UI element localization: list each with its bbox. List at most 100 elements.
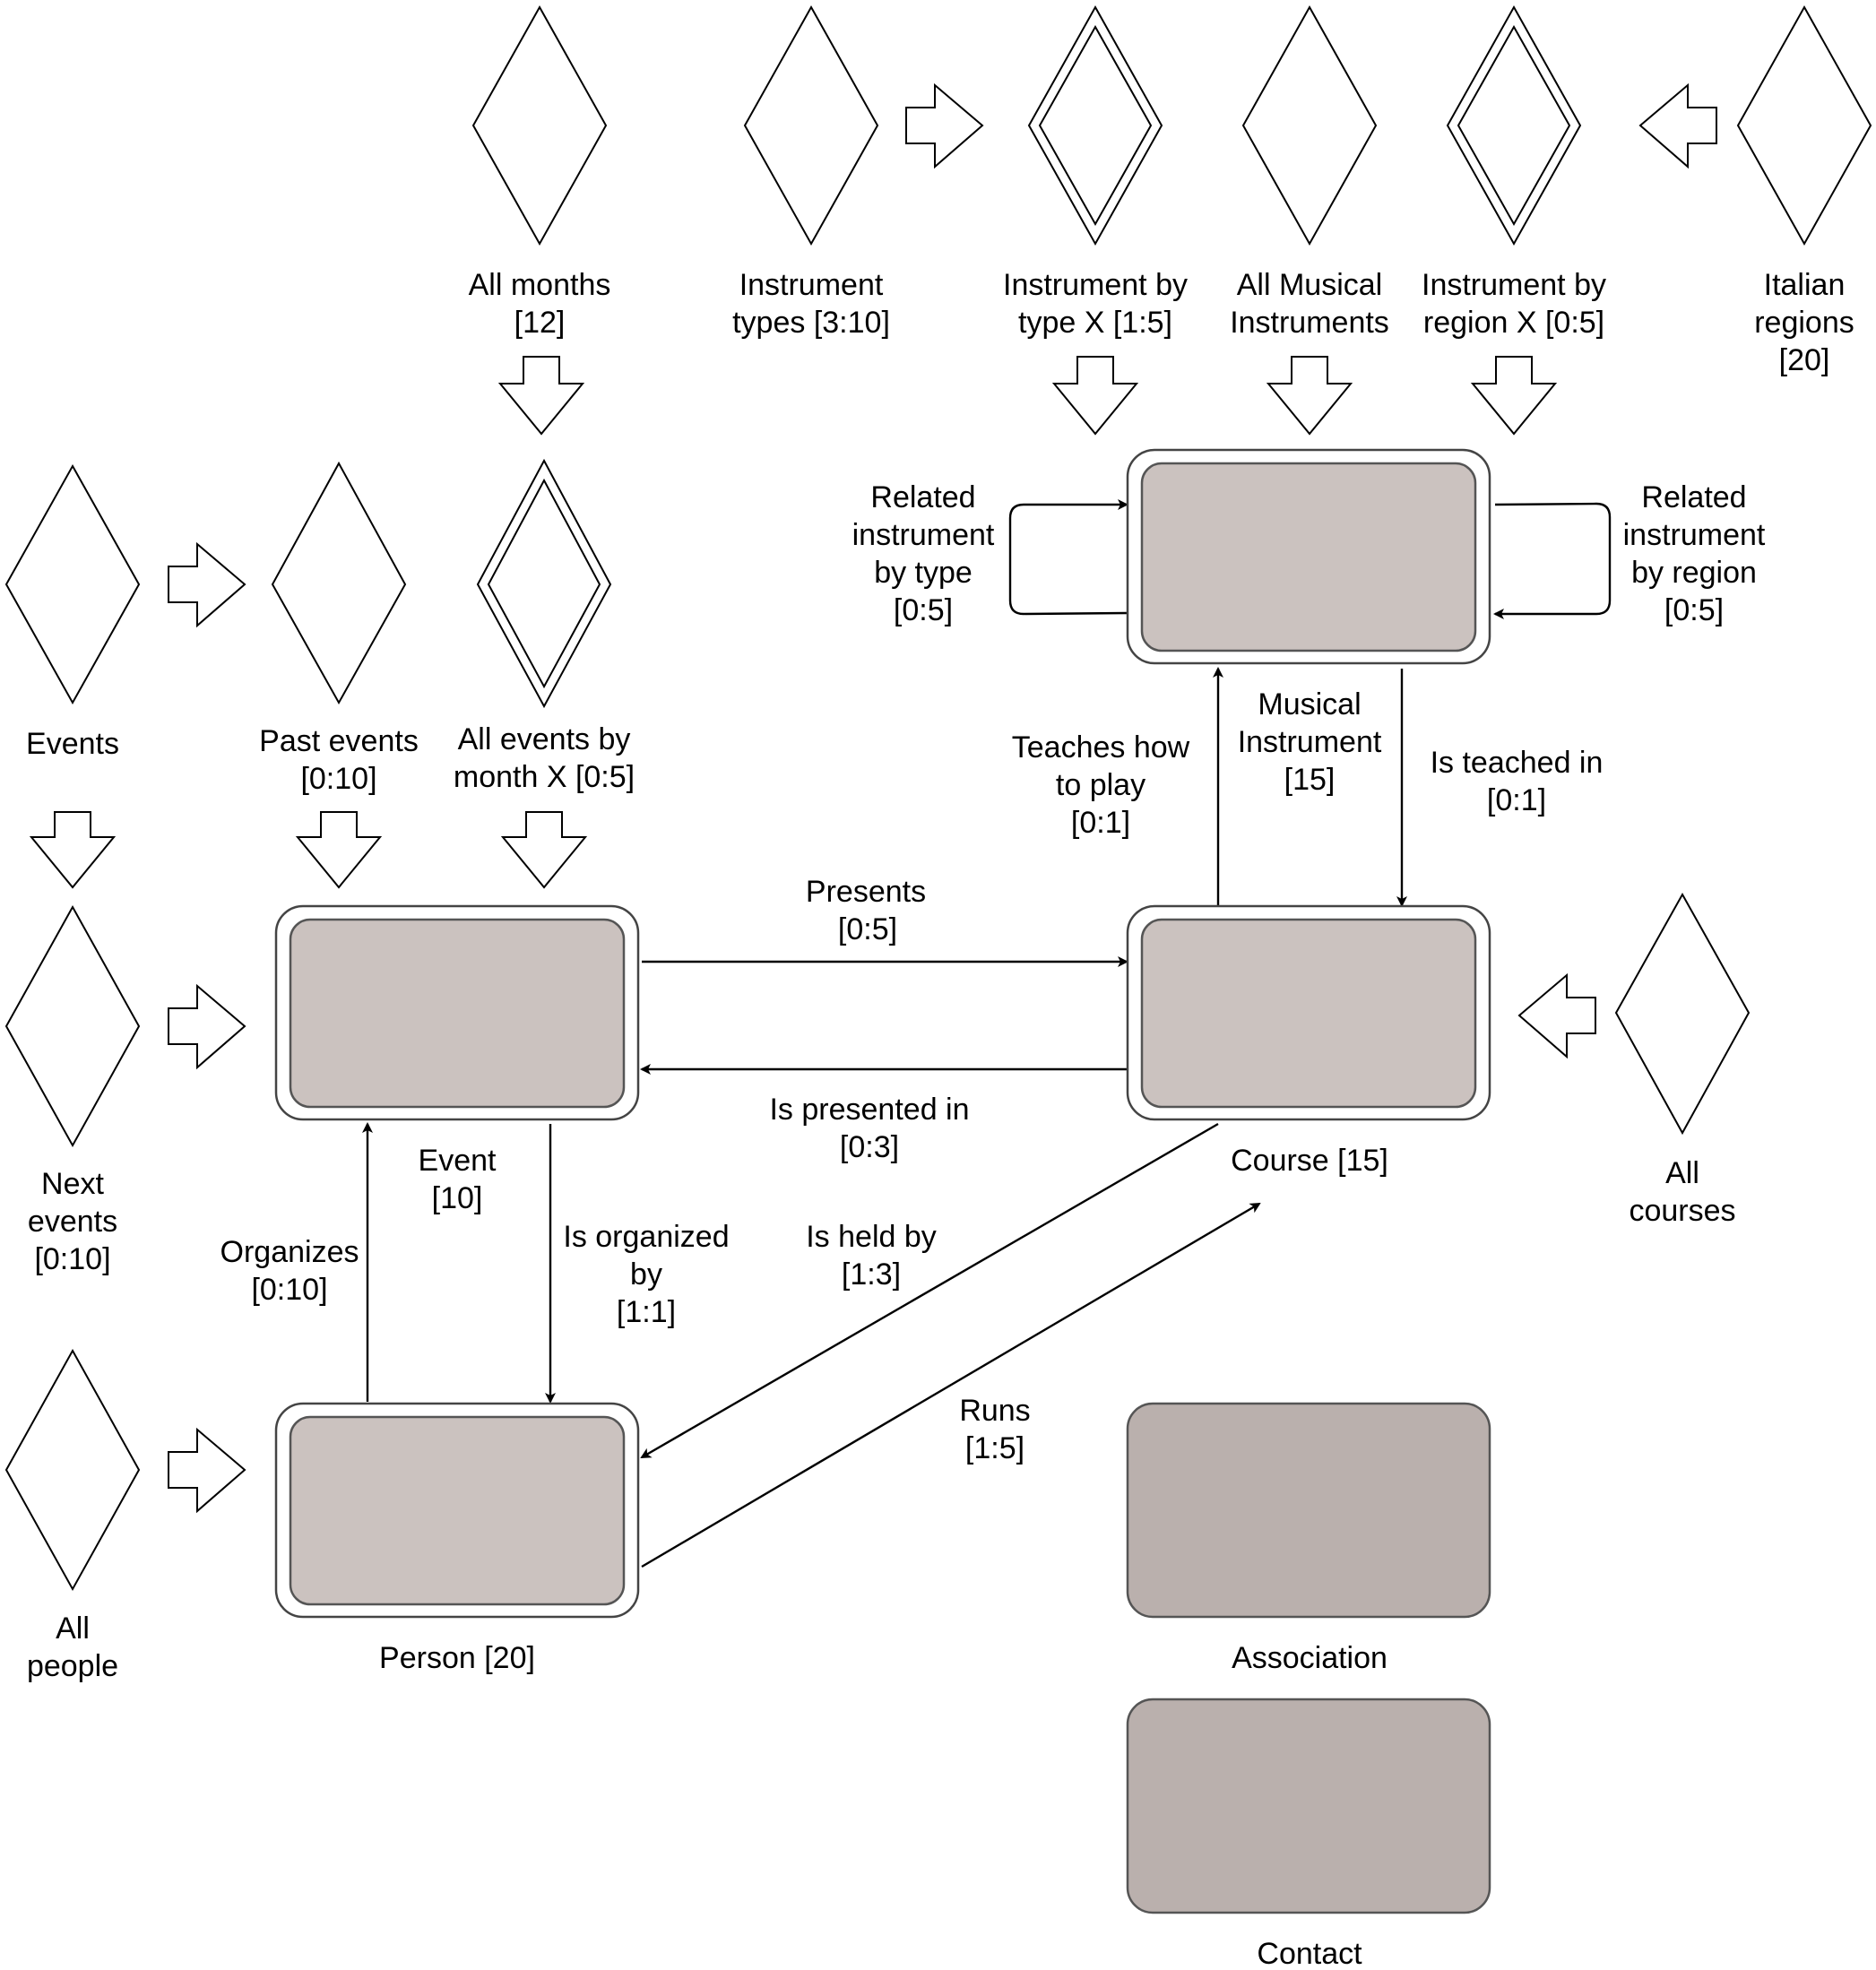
diamond-instrument-by-region[interactable]	[1446, 4, 1582, 246]
area-course[interactable]	[1126, 904, 1491, 1121]
label-related-by-type-2: instrument	[852, 518, 995, 552]
label-italian-regions-count: [20]	[1779, 343, 1830, 377]
label-course: Course [15]	[1231, 1144, 1388, 1178]
arrow-right-icon	[905, 82, 984, 169]
area-instrument[interactable]	[1126, 448, 1491, 665]
diamond-instrument-types[interactable]	[743, 4, 879, 246]
arrow-down-icon	[1051, 356, 1139, 436]
label-musical-instrument-2: Instrument	[1238, 725, 1382, 759]
page-association[interactable]	[1126, 1402, 1491, 1619]
label-is-held-by-count: [1:3]	[842, 1257, 901, 1292]
label-teaches-how-to-play: Teaches how	[1012, 730, 1190, 765]
arrow-right-icon	[168, 541, 246, 628]
diamond-instrument-by-type[interactable]	[1027, 4, 1163, 246]
label-organizes-count: [0:10]	[251, 1273, 327, 1307]
label-all-musical-instruments: All Musical	[1237, 268, 1382, 302]
label-contact: Contact	[1257, 1937, 1362, 1970]
label-person: Person [20]	[379, 1641, 535, 1675]
diamond-all-months[interactable]	[471, 4, 608, 246]
label-events: Events	[26, 727, 119, 761]
diamond-past-events[interactable]	[271, 461, 407, 705]
label-all-people: All	[56, 1611, 90, 1646]
label-related-by-region-2: instrument	[1623, 518, 1766, 552]
arrow-left-icon	[1638, 82, 1717, 169]
label-all-people-2: people	[27, 1649, 118, 1683]
link-related-by-type[interactable]	[1008, 499, 1128, 616]
label-is-presented-in: Is presented in	[769, 1093, 969, 1127]
label-is-presented-in-count: [0:3]	[840, 1130, 899, 1164]
label-related-by-type: Related	[870, 480, 975, 514]
label-all-courses-2: courses	[1629, 1194, 1735, 1228]
label-teaches-how-to-play-count: [0:1]	[1071, 806, 1130, 840]
diamond-all-people[interactable]	[4, 1348, 141, 1592]
label-related-by-region-count: [0:5]	[1664, 593, 1724, 627]
label-instrument-types: Instrument	[739, 268, 884, 302]
label-related-by-type-3: by type	[874, 556, 973, 590]
diamonds	[4, 4, 1872, 1592]
label-past-events-count: [0:10]	[300, 762, 376, 796]
label-event-count: [10]	[432, 1181, 483, 1215]
label-runs-count: [1:5]	[965, 1431, 1024, 1465]
diamond-all-courses[interactable]	[1614, 892, 1751, 1136]
link-is-held-by[interactable]	[640, 1122, 1219, 1459]
area-person[interactable]	[274, 1402, 640, 1619]
arrow-left-icon	[1517, 972, 1596, 1059]
label-instrument-by-region-count: region X [0:5]	[1423, 306, 1604, 340]
areas	[274, 448, 1491, 1914]
label-organizes: Organizes	[220, 1235, 359, 1269]
arrow-down-icon	[1470, 356, 1558, 436]
label-all-months-count: [12]	[514, 306, 566, 340]
page-contact[interactable]	[1126, 1698, 1491, 1914]
label-next-events: Next	[41, 1167, 104, 1201]
label-instrument-by-type: Instrument by	[1003, 268, 1188, 302]
label-is-held-by: Is held by	[806, 1220, 937, 1254]
label-musical-instrument-count: [15]	[1284, 763, 1336, 797]
label-is-organized-by-2: by	[630, 1257, 662, 1292]
diamond-italian-regions[interactable]	[1736, 4, 1872, 246]
diamond-events-by-month[interactable]	[476, 458, 612, 709]
arrow-down-icon	[29, 811, 117, 889]
label-instrument-by-region: Instrument by	[1422, 268, 1606, 302]
label-event: Event	[419, 1144, 497, 1178]
label-related-by-type-count: [0:5]	[894, 593, 953, 627]
label-musical-instrument: Musical	[1258, 687, 1361, 721]
connectors	[362, 499, 1612, 1568]
label-presents: Presents	[806, 875, 926, 909]
label-is-organized-by: Is organized	[563, 1220, 729, 1254]
label-runs: Runs	[959, 1394, 1030, 1428]
label-past-events: Past events	[259, 724, 419, 758]
label-events-by-month-count: month X [0:5]	[454, 760, 635, 794]
label-all-courses: All	[1665, 1156, 1699, 1190]
link-runs[interactable]	[641, 1202, 1261, 1568]
labels: All months [12] Instrument types [3:10] …	[26, 268, 1854, 1970]
label-is-teached-in: Is teached in	[1431, 746, 1604, 780]
link-related-by-region[interactable]	[1493, 502, 1612, 619]
label-is-teached-in-count: [0:1]	[1487, 783, 1546, 817]
hollow-arrows	[29, 82, 1717, 1514]
area-event[interactable]	[274, 904, 640, 1121]
arrow-down-icon	[497, 356, 585, 436]
label-next-events-count: [0:10]	[34, 1242, 110, 1276]
label-italian-regions-2: regions	[1754, 306, 1854, 340]
label-all-musical-instruments-2: Instruments	[1230, 306, 1389, 340]
label-all-months: All months	[469, 268, 611, 302]
arrow-right-icon	[168, 983, 246, 1070]
label-events-by-month: All events by	[458, 722, 631, 756]
label-presents-count: [0:5]	[838, 912, 897, 946]
label-related-by-region: Related	[1641, 480, 1746, 514]
diamond-events[interactable]	[4, 463, 141, 705]
label-is-organized-by-count: [1:1]	[617, 1295, 676, 1329]
label-teaches-how-to-play-2: to play	[1056, 768, 1145, 802]
label-instrument-types-count: types [3:10]	[732, 306, 890, 340]
label-next-events-2: events	[28, 1205, 117, 1239]
arrow-right-icon	[168, 1427, 246, 1514]
arrow-down-icon	[295, 811, 383, 889]
label-instrument-by-type-count: type X [1:5]	[1018, 306, 1172, 340]
arrow-down-icon	[1266, 356, 1353, 436]
label-related-by-region-3: by region	[1631, 556, 1757, 590]
label-association: Association	[1232, 1641, 1388, 1675]
arrow-down-icon	[500, 811, 588, 889]
diamond-all-musical-instruments[interactable]	[1241, 4, 1378, 246]
diamond-next-events[interactable]	[4, 904, 141, 1148]
